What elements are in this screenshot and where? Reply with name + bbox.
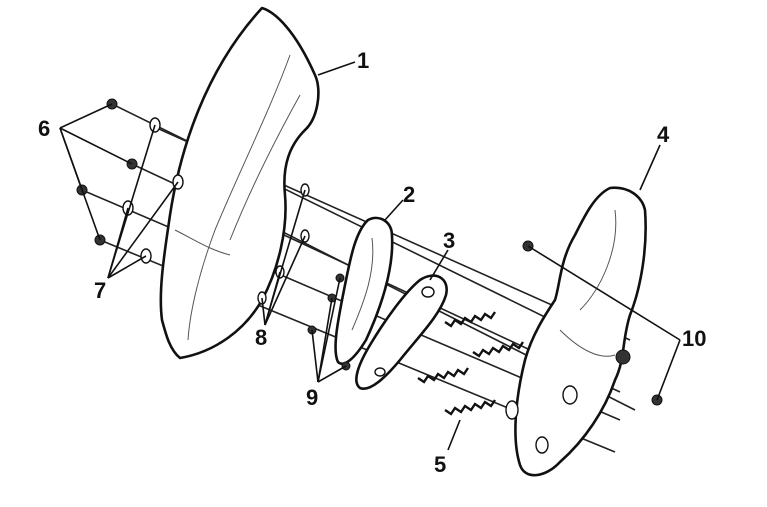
bracket-hole	[535, 436, 549, 454]
callout-9: 9	[306, 385, 318, 410]
callout-6: 6	[38, 116, 50, 141]
callout-4: 4	[657, 122, 670, 147]
springs-part-5	[417, 311, 524, 416]
plate-hole	[374, 367, 386, 377]
callout-8: 8	[255, 325, 267, 350]
screws-part-6	[76, 98, 138, 246]
windscreen-part-1	[159, 6, 320, 360]
callout-5: 5	[434, 452, 446, 477]
callout-7: 7	[94, 278, 106, 303]
callout-1: 1	[357, 48, 369, 73]
plate-hole	[421, 286, 435, 298]
support-plate-part-2	[334, 216, 394, 365]
mounting-bracket-part-4	[505, 186, 647, 477]
bracket-hole	[562, 385, 578, 405]
spring	[472, 341, 524, 358]
callout-labels: 1 2 3 4 5 6 7 8 9 10	[38, 48, 706, 477]
callout-2: 2	[403, 182, 415, 207]
spring	[444, 399, 496, 416]
spring	[444, 311, 496, 328]
callout-3: 3	[443, 228, 455, 253]
washer	[140, 248, 152, 264]
leader-lines	[59, 61, 681, 451]
adjuster-plate-part-3	[355, 274, 448, 390]
bracket-hole	[505, 400, 519, 420]
rubber-grommet	[615, 349, 631, 365]
spring	[417, 367, 469, 384]
callout-10: 10	[682, 326, 706, 351]
